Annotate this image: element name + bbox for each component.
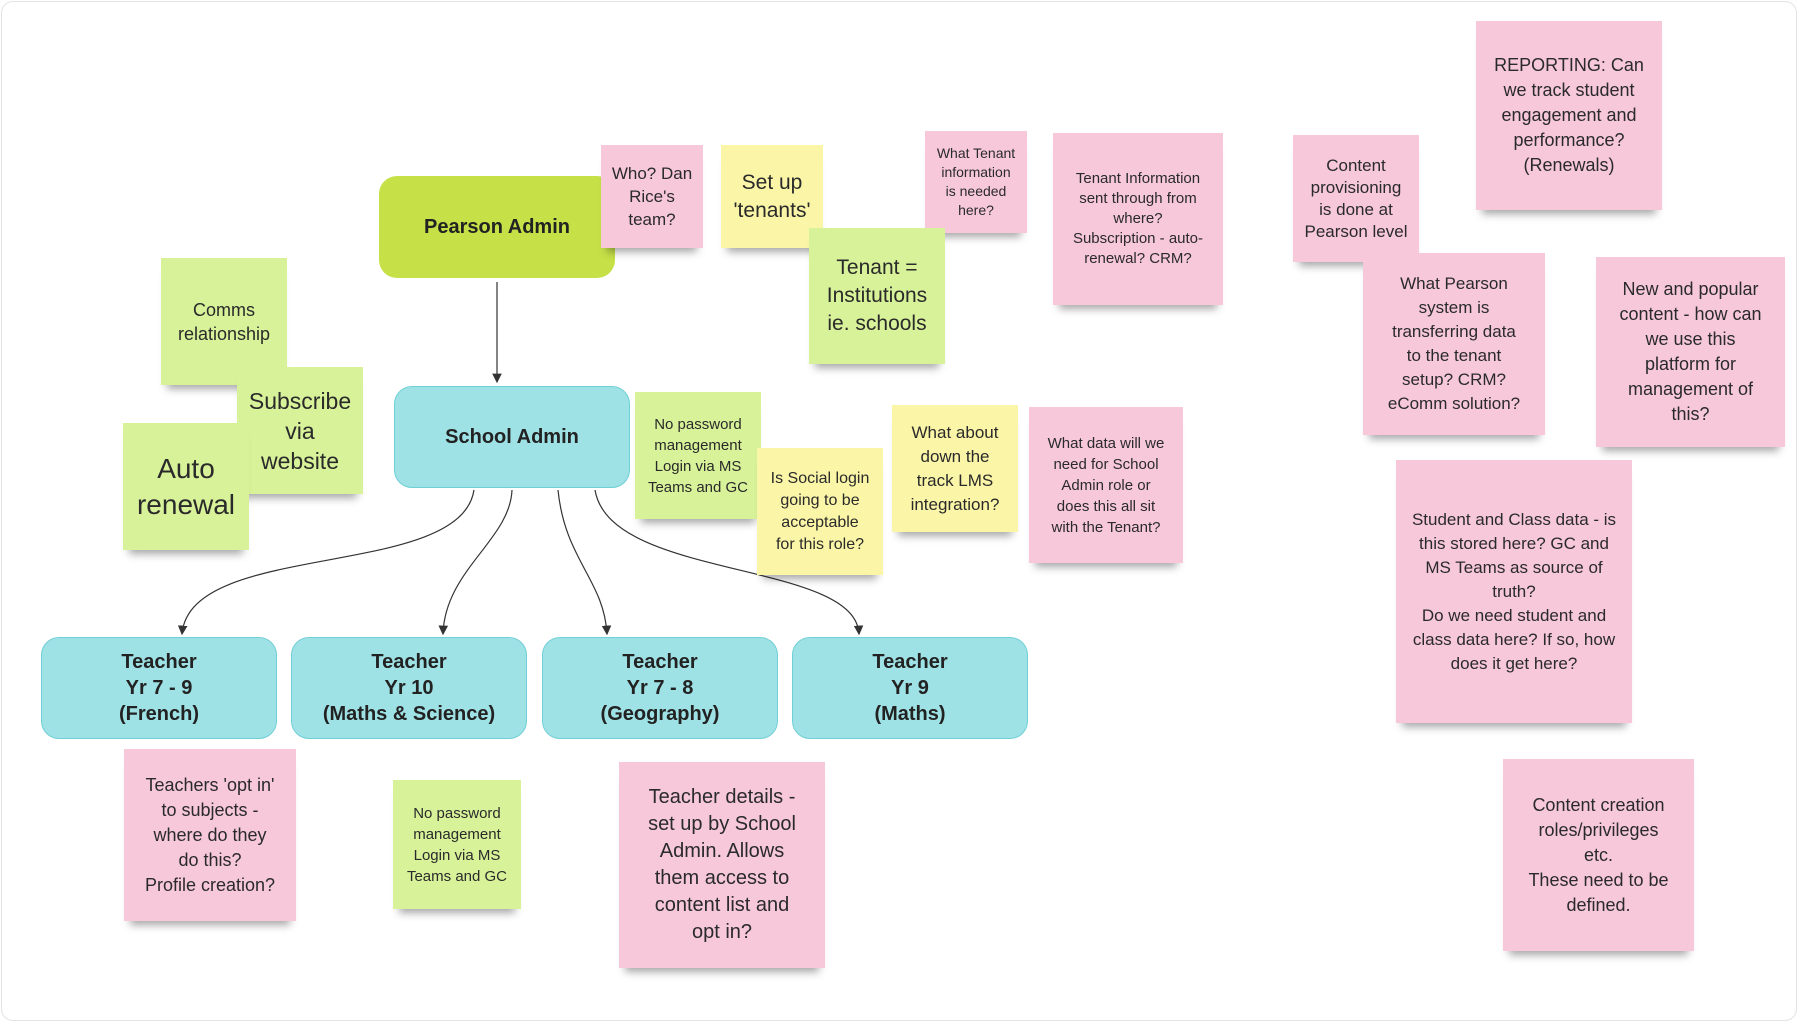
connector-school-to-french bbox=[177, 489, 475, 636]
sticky-down-the-track-lms[interactable]: What about down the track LMS integratio… bbox=[892, 405, 1018, 532]
sticky-no-password-teacher[interactable]: No password management Login via MS Team… bbox=[393, 780, 521, 909]
sticky-what-tenant-info[interactable]: What Tenant information is needed here? bbox=[925, 131, 1027, 233]
sticky-auto-renewal[interactable]: Auto renewal bbox=[123, 423, 249, 550]
sticky-teachers-opt-in[interactable]: Teachers 'opt in' to subjects - where do… bbox=[124, 749, 296, 921]
teacher-geography-node[interactable]: Teacher Yr 7 - 8 (Geography) bbox=[542, 637, 778, 739]
connector-school-to-maths bbox=[594, 489, 864, 636]
sticky-who-dan-rice[interactable]: Who? Dan Rice's team? bbox=[601, 145, 703, 248]
sticky-student-class-data[interactable]: Student and Class data - is this stored … bbox=[1396, 460, 1632, 723]
connector-school-to-maths-science bbox=[438, 489, 513, 636]
sticky-social-login[interactable]: Is Social login going to be acceptable f… bbox=[757, 448, 883, 575]
teacher-maths-science-node[interactable]: Teacher Yr 10 (Maths & Science) bbox=[291, 637, 527, 739]
sticky-new-popular-content[interactable]: New and popular content - how can we use… bbox=[1596, 257, 1785, 447]
sticky-reporting[interactable]: REPORTING: Can we track student engageme… bbox=[1476, 21, 1662, 210]
sticky-content-creation-roles[interactable]: Content creation roles/privileges etc. T… bbox=[1503, 759, 1694, 951]
sticky-teacher-details[interactable]: Teacher details - set up by School Admin… bbox=[619, 762, 825, 968]
sticky-tenant-institutions[interactable]: Tenant = Institutions ie. schools bbox=[809, 228, 945, 364]
sticky-no-password-admin[interactable]: No password management Login via MS Team… bbox=[635, 392, 761, 519]
sticky-what-pearson-system[interactable]: What Pearson system is transferring data… bbox=[1363, 253, 1545, 435]
teacher-maths-node[interactable]: Teacher Yr 9 (Maths) bbox=[792, 637, 1028, 739]
sticky-what-data-school-admin[interactable]: What data will we need for School Admin … bbox=[1029, 407, 1183, 563]
sticky-subscribe-via-website[interactable]: Subscribe via website bbox=[237, 367, 363, 494]
sticky-set-up-tenants[interactable]: Set up 'tenants' bbox=[721, 145, 823, 248]
teacher-french-node[interactable]: Teacher Yr 7 - 9 (French) bbox=[41, 637, 277, 739]
school-admin-node[interactable]: School Admin bbox=[394, 386, 630, 488]
sticky-content-provisioning[interactable]: Content provisioning is done at Pearson … bbox=[1293, 135, 1419, 262]
connector-school-to-geography bbox=[557, 489, 612, 636]
sticky-comms-relationship[interactable]: Comms relationship bbox=[161, 258, 287, 385]
sticky-tenant-info-sent[interactable]: Tenant Information sent through from whe… bbox=[1053, 133, 1223, 305]
pearson-admin-node[interactable]: Pearson Admin bbox=[379, 176, 615, 278]
